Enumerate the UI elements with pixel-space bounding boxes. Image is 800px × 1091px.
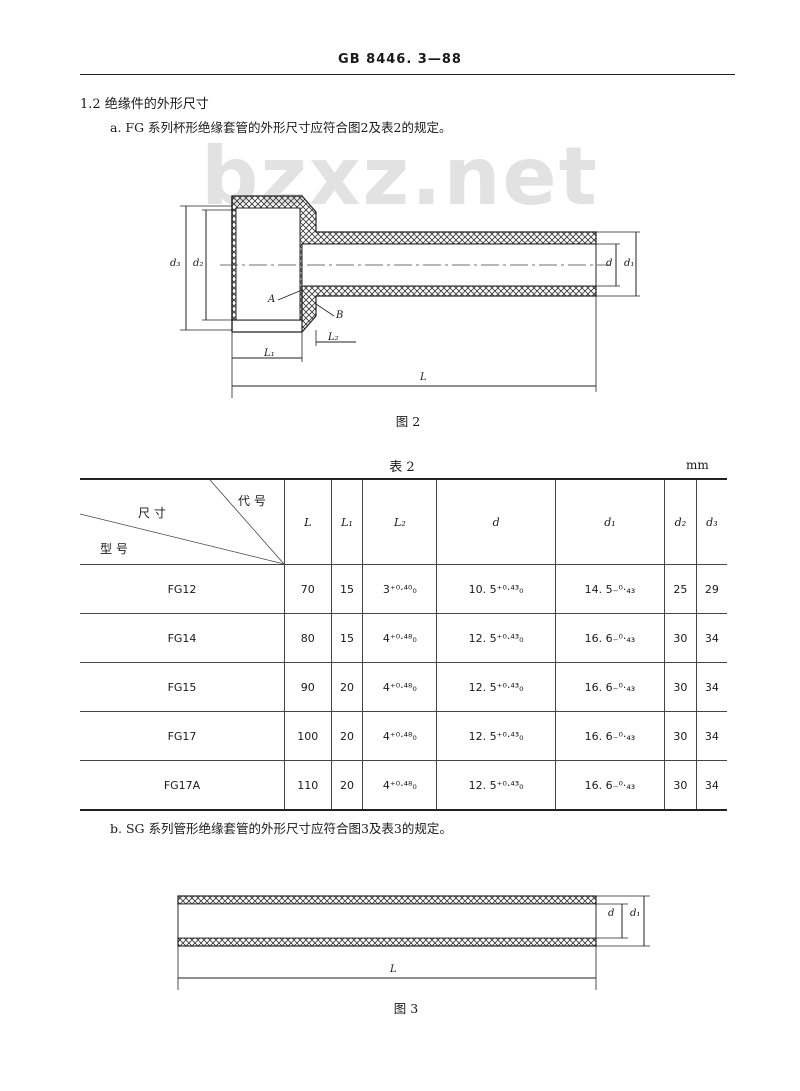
table-row: FG17A 110 20 4⁺⁰·⁴⁸₀ 12. 5⁺⁰·⁴³₀ 16. 6₋⁰… <box>80 760 727 811</box>
label-B: B <box>336 310 344 321</box>
table-header-row: 代 号 尺 寸 型 号 L L₁ L₂ d d₁ d₂ d₃ <box>80 478 727 565</box>
paragraph-b: b. SG 系列管形绝缘套管的外形尺寸应符合图3及表3的规定。 <box>110 821 452 836</box>
table-cell: 16. 6₋⁰·₄₃ <box>554 711 666 761</box>
label-d1: d₁ <box>624 258 635 269</box>
table-cell: 16. 6₋⁰·₄₃ <box>554 662 666 712</box>
section-title: 1.2 绝缘件的外形尺寸 <box>80 97 209 112</box>
corner-diagonals <box>80 480 284 564</box>
label-L1: L₁ <box>264 348 275 359</box>
table-cell: 12. 5⁺⁰·⁴³₀ <box>436 662 556 712</box>
table-cell-model: FG14 <box>80 613 285 663</box>
table-2-unit: mm <box>686 458 709 472</box>
table-cell: 15 <box>330 613 364 663</box>
table-cell: 70 <box>284 564 332 614</box>
corner-label-dimension: 尺 寸 <box>138 506 166 520</box>
table-cell: 110 <box>284 760 332 811</box>
table-cell: 30 <box>664 711 697 761</box>
table-cell: 34 <box>695 760 727 811</box>
standard-header: GB 8446. 3—88 <box>338 52 462 67</box>
figure-3-caption: 图 3 <box>393 1001 419 1016</box>
fig3-label-d1: d₁ <box>630 908 641 919</box>
table-cell: 30 <box>664 760 697 811</box>
table-cell: 34 <box>695 613 727 663</box>
column-header: d₃ <box>695 478 727 565</box>
column-header: L <box>284 478 332 565</box>
table-cell: 4⁺⁰·⁴⁸₀ <box>362 711 438 761</box>
table-cell: 20 <box>330 662 364 712</box>
table-row: FG17 100 20 4⁺⁰·⁴⁸₀ 12. 5⁺⁰·⁴³₀ 16. 6₋⁰·… <box>80 711 727 761</box>
table-cell-model: FG17 <box>80 711 285 761</box>
table-cell: 16. 6₋⁰·₄₃ <box>554 613 666 663</box>
table-cell: 4⁺⁰·⁴⁸₀ <box>362 662 438 712</box>
table-cell: 30 <box>664 662 697 712</box>
table-cell-model: FG17A <box>80 760 285 811</box>
table-row: FG15 90 20 4⁺⁰·⁴⁸₀ 12. 5⁺⁰·⁴³₀ 16. 6₋⁰·₄… <box>80 662 727 712</box>
label-A: A <box>268 294 276 305</box>
table-2: 代 号 尺 寸 型 号 L L₁ L₂ d d₁ d₂ d₃ FG12 70 1… <box>80 478 727 811</box>
figure-2-drawing <box>180 195 640 398</box>
table-2-title: 表 2 <box>389 460 415 475</box>
corner-label-code: 代 号 <box>238 494 266 508</box>
column-header: L₂ <box>362 478 438 565</box>
paragraph-a: a. FG 系列杯形绝缘套管的外形尺寸应符合图2及表2的规定。 <box>110 120 452 135</box>
table-cell: 15 <box>330 564 364 614</box>
column-header: d₁ <box>554 478 666 565</box>
figure-2-caption: 图 2 <box>395 414 421 429</box>
corner-label-model: 型 号 <box>100 542 128 556</box>
table-cell-model: FG15 <box>80 662 285 712</box>
table-cell: 20 <box>330 711 364 761</box>
table-cell: 4⁺⁰·⁴⁸₀ <box>362 760 438 811</box>
table-cell-model: FG12 <box>80 564 285 614</box>
column-header: d₂ <box>664 478 697 565</box>
header-rule <box>80 74 735 75</box>
table-cell: 20 <box>330 760 364 811</box>
table-cell: 3⁺⁰·⁴⁰₀ <box>362 564 438 614</box>
table-cell: 16. 6₋⁰·₄₃ <box>554 760 666 811</box>
table-row: FG12 70 15 3⁺⁰·⁴⁰₀ 10. 5⁺⁰·⁴³₀ 14. 5₋⁰·₄… <box>80 564 727 614</box>
label-d2: d₂ <box>193 258 204 269</box>
table-cell: 30 <box>664 613 697 663</box>
table-cell: 34 <box>695 662 727 712</box>
table-cell: 4⁺⁰·⁴⁸₀ <box>362 613 438 663</box>
table-cell: 25 <box>664 564 697 614</box>
table-corner-cell: 代 号 尺 寸 型 号 <box>80 478 285 565</box>
table-cell: 100 <box>284 711 332 761</box>
table-cell: 14. 5₋⁰·₄₃ <box>554 564 666 614</box>
table-cell: 29 <box>695 564 727 614</box>
table-cell: 12. 5⁺⁰·⁴³₀ <box>436 613 556 663</box>
table-cell: 12. 5⁺⁰·⁴³₀ <box>436 760 556 811</box>
figure-3-drawing <box>177 895 650 990</box>
table-cell: 12. 5⁺⁰·⁴³₀ <box>436 711 556 761</box>
label-L: L <box>420 372 427 383</box>
table-cell: 80 <box>284 613 332 663</box>
label-d: d <box>606 258 613 269</box>
label-L2: L₂ <box>328 332 339 343</box>
column-header: d <box>436 478 556 565</box>
label-d3: d₃ <box>170 258 181 269</box>
column-header: L₁ <box>330 478 364 565</box>
table-cell: 10. 5⁺⁰·⁴³₀ <box>436 564 556 614</box>
fig3-label-L: L <box>390 964 397 975</box>
table-row: FG14 80 15 4⁺⁰·⁴⁸₀ 12. 5⁺⁰·⁴³₀ 16. 6₋⁰·₄… <box>80 613 727 663</box>
table-cell: 34 <box>695 711 727 761</box>
fig3-label-d: d <box>608 908 615 919</box>
table-cell: 90 <box>284 662 332 712</box>
